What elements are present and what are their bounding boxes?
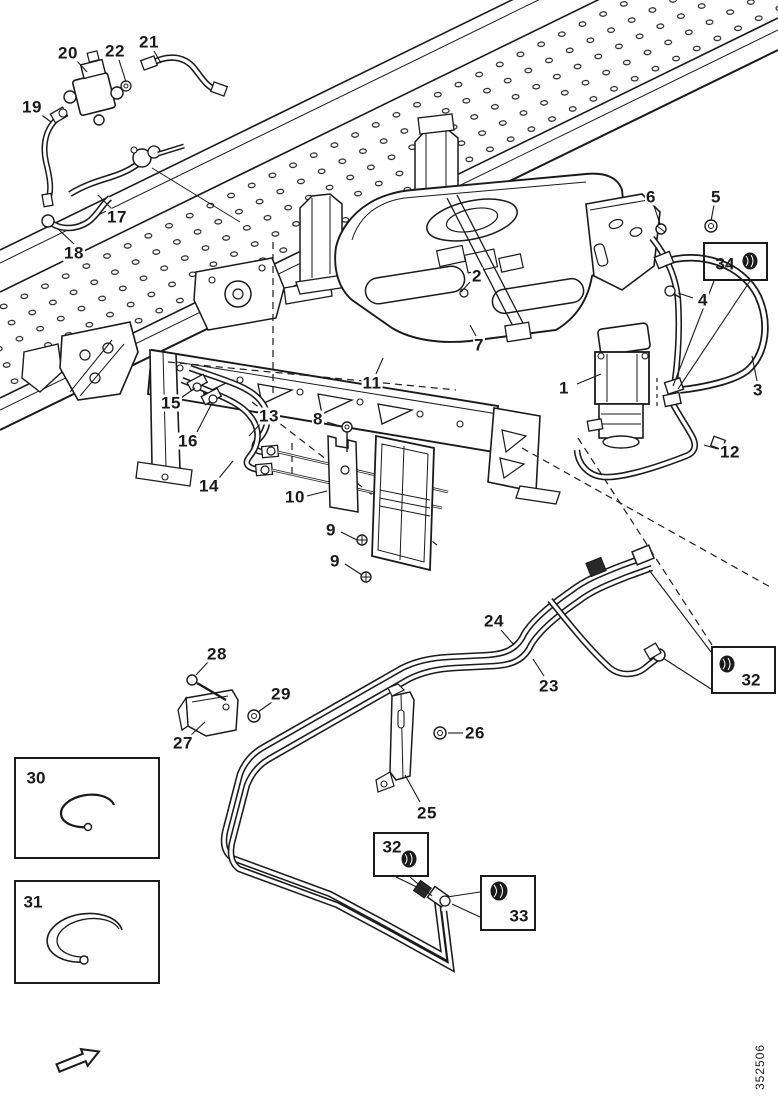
callout-label-29: 29 [270, 684, 292, 704]
screw-9b [360, 571, 372, 583]
fuel-sender-module [426, 198, 524, 274]
callout-label-4: 4 [697, 290, 709, 310]
retaining-ring-small-icon [59, 793, 116, 832]
detail-box-31: 31 [14, 880, 160, 984]
callout-label-15: 15 [160, 393, 182, 413]
callout-label-9: 9 [325, 520, 337, 540]
callout-label-14: 14 [198, 476, 220, 496]
figure-id-vertical: 352506 [753, 1044, 767, 1090]
callout-label-22: 22 [104, 41, 126, 61]
tank-strap [446, 194, 532, 343]
detail-box-34: 34 [703, 242, 768, 281]
callout-label-24: 24 [483, 611, 505, 631]
clip-22 [120, 80, 132, 92]
clip-32-right-icon [719, 655, 735, 673]
valve-17 [130, 145, 161, 168]
fuel-pipes-23-24 [220, 544, 666, 973]
callout-label-28: 28 [206, 644, 228, 664]
detail-box-label-32: 32 [741, 670, 761, 690]
bolt-6 [655, 223, 667, 235]
callout-label-27: 27 [172, 733, 194, 753]
callout-label-16: 16 [177, 431, 199, 451]
callout-label-10: 10 [284, 487, 306, 507]
clip-32-bottom-icon [401, 850, 417, 868]
callout-label-11: 11 [361, 373, 383, 393]
bolt-8 [341, 421, 353, 452]
detail-box-label-34: 34 [715, 254, 735, 274]
callout-label-18: 18 [63, 243, 85, 263]
detail-box-label-31: 31 [23, 892, 43, 912]
crossmember [135, 348, 561, 505]
screw-9a [356, 534, 368, 546]
callout-label-17: 17 [106, 207, 128, 227]
callout-label-23: 23 [538, 676, 560, 696]
detail-box-32: 32 [373, 832, 429, 877]
push-nut-34-icon [742, 252, 758, 270]
detail-box-label-32: 32 [382, 837, 402, 857]
callout-label-21: 21 [138, 32, 160, 52]
fuel-tank [334, 172, 661, 343]
pipe-brackets [177, 674, 447, 793]
view-direction-arrow [55, 1047, 101, 1073]
tank-mount-bracket [585, 193, 661, 291]
callout-label-20: 20 [57, 43, 79, 63]
detail-box-30: 30 [14, 757, 160, 859]
detail-box-label-33: 33 [509, 906, 529, 926]
callout-label-5: 5 [710, 187, 722, 207]
nut-26 [433, 726, 447, 740]
line-bracket-and-shield [327, 421, 435, 583]
clip-33-icon [490, 881, 508, 901]
callout-label-7: 7 [473, 335, 485, 355]
callout-label-6: 6 [645, 187, 657, 207]
callout-label-12: 12 [719, 442, 741, 462]
bolt-28 [186, 674, 227, 702]
callout-label-13: 13 [258, 406, 280, 426]
callout-label-8: 8 [312, 409, 324, 429]
callout-label-3: 3 [752, 380, 764, 400]
detail-box-label-30: 30 [26, 768, 46, 788]
vent-valve-group [41, 50, 241, 232]
detail-box-33: 33 [480, 875, 536, 931]
callout-label-9: 9 [329, 551, 341, 571]
callout-label-2: 2 [471, 266, 483, 286]
nut-29 [247, 709, 261, 723]
bracket-27 [177, 689, 239, 737]
callout-label-1: 1 [558, 378, 570, 398]
callout-label-25: 25 [416, 803, 438, 823]
clamp-24 [585, 556, 607, 578]
detail-box-32: 32 [711, 646, 776, 694]
detail-box-icons [46, 252, 758, 965]
retaining-ring-large-icon [46, 912, 123, 965]
solenoid-valve-20 [72, 72, 116, 116]
bracket-25 [375, 683, 415, 793]
callout-label-26: 26 [464, 723, 486, 743]
nut-5 [704, 219, 718, 233]
callout-label-19: 19 [21, 97, 43, 117]
